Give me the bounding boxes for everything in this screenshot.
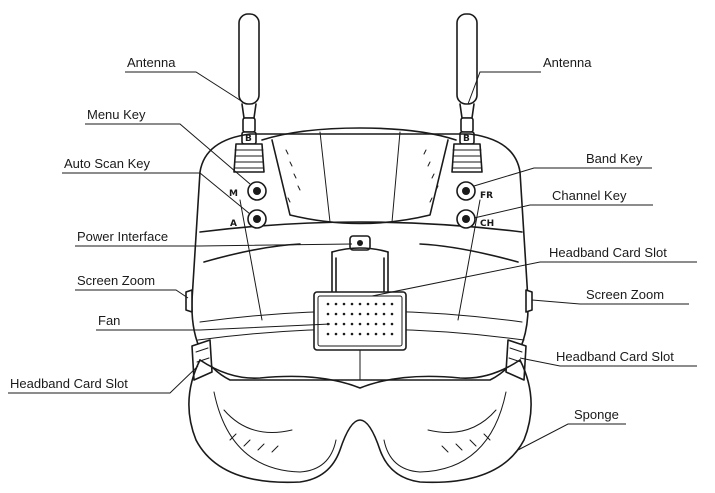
label-screen-zoom-right: Screen Zoom (586, 287, 665, 302)
label-channel-key: Channel Key (552, 188, 627, 203)
label-menu-key: Menu Key (87, 107, 146, 122)
label-auto-scan-key: Auto Scan Key (64, 156, 150, 171)
antenna-tag-right: B (463, 134, 470, 144)
auto-scan-key-mark: A (230, 219, 237, 229)
band-key-mark: FR (480, 191, 493, 201)
power-interface (349, 235, 371, 251)
antenna-left: B (233, 13, 265, 173)
screen-zoom-right (525, 289, 533, 313)
channel-key: CH (456, 209, 494, 229)
label-screen-zoom-left: Screen Zoom (77, 273, 156, 288)
label-antenna-left: Antenna (127, 55, 176, 70)
fan-vent (313, 291, 407, 351)
menu-key-mark: M (229, 189, 238, 199)
screen-zoom-left (185, 289, 193, 313)
auto-scan-key: A (230, 209, 267, 229)
label-headband-slot-right: Headband Card Slot (556, 349, 674, 364)
leader-lines (8, 71, 697, 451)
antenna-tag-left: B (245, 134, 252, 144)
headband-strap (331, 247, 389, 293)
channel-key-mark: CH (480, 219, 494, 229)
headband-slot-right (505, 339, 527, 381)
band-key: FR (456, 181, 493, 201)
label-headband-slot-left: Headband Card Slot (10, 376, 128, 391)
headband-slot-left (191, 339, 213, 381)
label-power-interface: Power Interface (77, 229, 169, 244)
menu-key: M (229, 181, 267, 201)
face-sponge (188, 359, 532, 484)
label-sponge: Sponge (574, 407, 619, 422)
label-band-key: Band Key (586, 151, 643, 166)
antenna-right: B (451, 13, 483, 173)
label-fan: Fan (98, 313, 121, 328)
label-headband-slot-top: Headband Card Slot (549, 245, 667, 260)
label-antenna-right: Antenna (543, 55, 592, 70)
